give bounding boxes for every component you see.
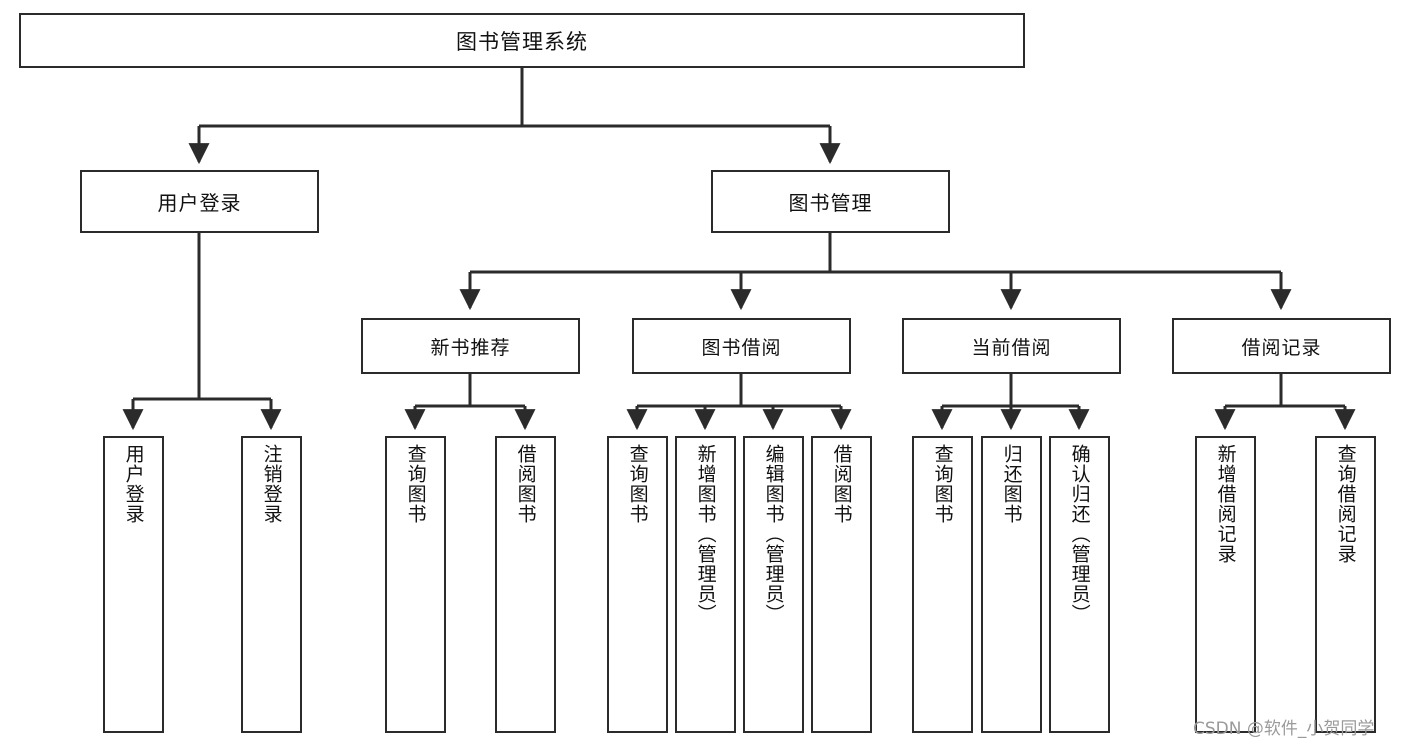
node-book-borrow[interactable]: 图书借阅 bbox=[632, 318, 851, 374]
node-leaf-edit-book[interactable]: 编辑图书（管理员） bbox=[743, 436, 804, 733]
node-new-book-recommend[interactable]: 新书推荐 bbox=[361, 318, 580, 374]
node-leaf-return-book-label: 归还图书 bbox=[1000, 444, 1023, 524]
node-new-book-recommend-label: 新书推荐 bbox=[430, 336, 511, 359]
node-leaf-user-logout[interactable]: 注销登录 bbox=[241, 436, 302, 733]
node-book-manage-label: 图书管理 bbox=[788, 191, 873, 215]
node-leaf-confirm-return[interactable]: 确认归还（管理员） bbox=[1049, 436, 1110, 733]
node-root-label: 图书管理系统 bbox=[456, 29, 588, 54]
node-leaf-confirm-return-label: 确认归还（管理员） bbox=[1068, 444, 1091, 624]
node-root[interactable]: 图书管理系统 bbox=[19, 13, 1025, 68]
node-leaf-add-book[interactable]: 新增图书（管理员） bbox=[675, 436, 736, 733]
node-borrow-record-label: 借阅记录 bbox=[1241, 336, 1322, 359]
node-leaf-query-book-3[interactable]: 查询图书 bbox=[912, 436, 973, 733]
node-leaf-query-book-2[interactable]: 查询图书 bbox=[607, 436, 668, 733]
node-user-login[interactable]: 用户登录 bbox=[80, 170, 319, 233]
watermark-label: CSDN @软件_小贺同学 bbox=[1193, 719, 1375, 739]
node-current-borrow-label: 当前借阅 bbox=[971, 336, 1052, 359]
node-leaf-borrow-book-2-label: 借阅图书 bbox=[830, 444, 853, 524]
node-leaf-query-book-1-label: 查询图书 bbox=[404, 444, 427, 524]
node-leaf-query-book-2-label: 查询图书 bbox=[626, 444, 649, 524]
node-leaf-user-login[interactable]: 用户登录 bbox=[103, 436, 164, 733]
node-user-login-label: 用户登录 bbox=[157, 191, 242, 215]
node-leaf-edit-book-label: 编辑图书（管理员） bbox=[762, 444, 785, 624]
node-leaf-add-book-label: 新增图书（管理员） bbox=[694, 444, 717, 624]
node-current-borrow[interactable]: 当前借阅 bbox=[902, 318, 1121, 374]
node-leaf-borrow-book-1-label: 借阅图书 bbox=[514, 444, 537, 524]
node-leaf-borrow-book-2[interactable]: 借阅图书 bbox=[811, 436, 872, 733]
node-book-manage[interactable]: 图书管理 bbox=[711, 170, 950, 233]
node-leaf-add-record-label: 新增借阅记录 bbox=[1214, 444, 1237, 564]
node-leaf-query-book-1[interactable]: 查询图书 bbox=[385, 436, 446, 733]
node-leaf-query-book-3-label: 查询图书 bbox=[931, 444, 954, 524]
node-leaf-return-book[interactable]: 归还图书 bbox=[981, 436, 1042, 733]
node-leaf-query-record[interactable]: 查询借阅记录 bbox=[1315, 436, 1376, 733]
node-book-borrow-label: 图书借阅 bbox=[701, 336, 782, 359]
node-leaf-borrow-book-1[interactable]: 借阅图书 bbox=[495, 436, 556, 733]
node-leaf-add-record[interactable]: 新增借阅记录 bbox=[1195, 436, 1256, 733]
node-leaf-user-logout-label: 注销登录 bbox=[260, 444, 283, 524]
node-borrow-record[interactable]: 借阅记录 bbox=[1172, 318, 1391, 374]
node-leaf-user-login-label: 用户登录 bbox=[122, 444, 145, 524]
node-leaf-query-record-label: 查询借阅记录 bbox=[1334, 444, 1357, 564]
